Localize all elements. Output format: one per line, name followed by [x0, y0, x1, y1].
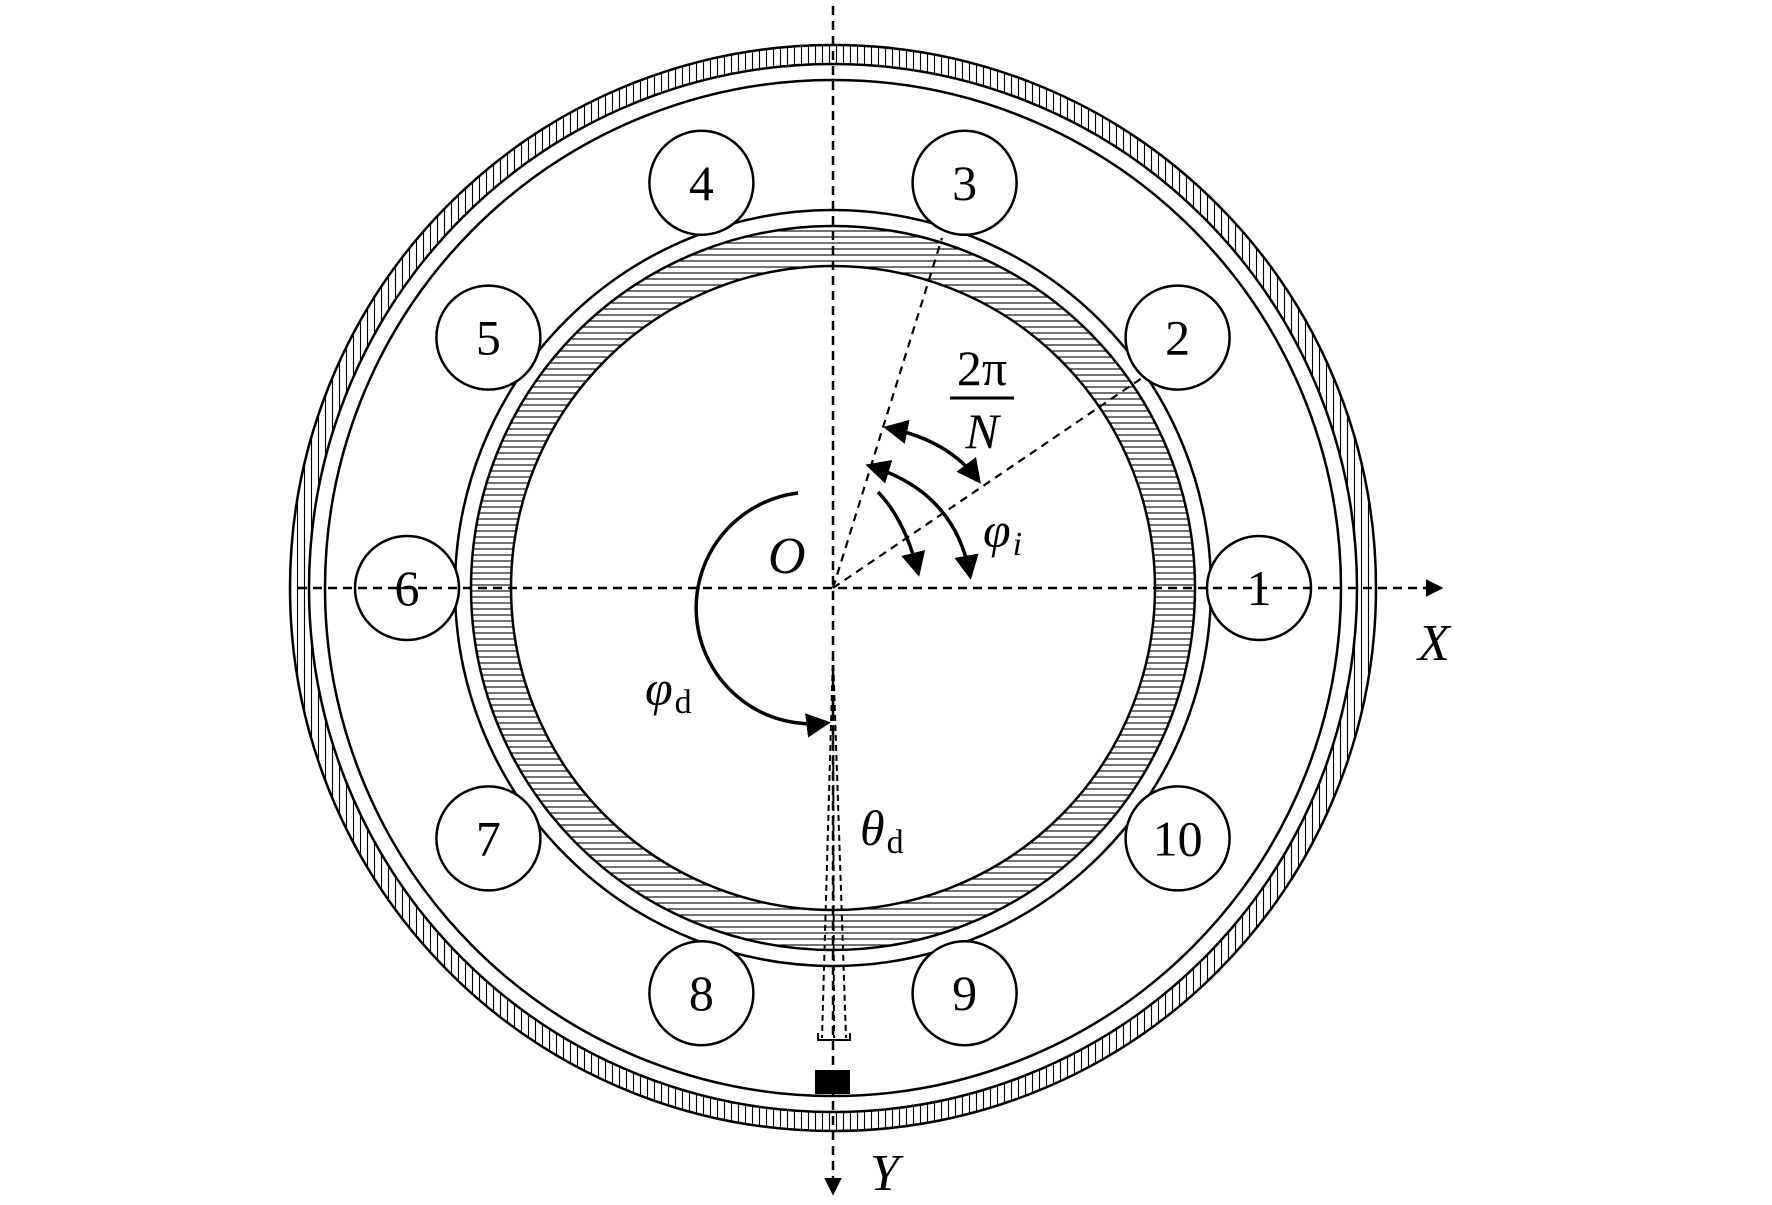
radial-line-ball-3 [831, 237, 944, 589]
ball-number: 9 [952, 965, 977, 1021]
fraction-numerator: 2π [957, 340, 1007, 396]
sensor-cone-bracket [817, 1033, 851, 1041]
y-axis-label: Y [870, 1145, 904, 1202]
ball-number: 3 [952, 155, 977, 211]
ball-9: 9 [911, 939, 1018, 1047]
ball-number: 7 [476, 810, 501, 866]
ball-circle [435, 785, 542, 892]
outer-ring [288, 43, 1378, 1133]
angle-arrow-phi-d [694, 491, 831, 738]
ball-circle [648, 129, 755, 237]
angle-arrow-phi-i-large [865, 460, 979, 580]
ball-10: 10 [1124, 785, 1231, 892]
ball-circle [1124, 785, 1231, 892]
fraction-2pi-over-n: 2π N [950, 340, 1014, 459]
ball-number: 8 [689, 965, 714, 1021]
sensor [815, 1070, 850, 1094]
phi-i-label: φi [983, 502, 1022, 563]
ball-7: 7 [435, 785, 542, 892]
ball-4: 4 [648, 129, 755, 237]
sensor-cone-center [832, 654, 835, 1039]
phi-d-label: φd [645, 660, 692, 721]
ball-circle [1124, 284, 1231, 391]
ball-number: 10 [1153, 810, 1203, 866]
ball-number: 5 [476, 310, 501, 366]
ball-number: 2 [1165, 310, 1190, 366]
x-axis-label: X [1416, 615, 1452, 672]
angle-arrow-phi-i-small [876, 490, 926, 577]
sensor-cone-left [821, 654, 834, 1039]
ball-2: 2 [1124, 284, 1231, 391]
ball-circle [648, 939, 755, 1047]
ball-circle [911, 939, 1018, 1047]
sensor-cone-right [832, 654, 847, 1039]
ball-5: 5 [435, 284, 542, 391]
origin-label: O [768, 528, 806, 585]
theta-d-label: θd [860, 800, 904, 861]
fraction-denominator: N [964, 403, 1001, 459]
ball-number: 4 [689, 155, 714, 211]
ball-circle [435, 284, 542, 391]
ball-3: 3 [911, 129, 1018, 237]
ball-circle [911, 129, 1018, 237]
ball-8: 8 [648, 939, 755, 1047]
